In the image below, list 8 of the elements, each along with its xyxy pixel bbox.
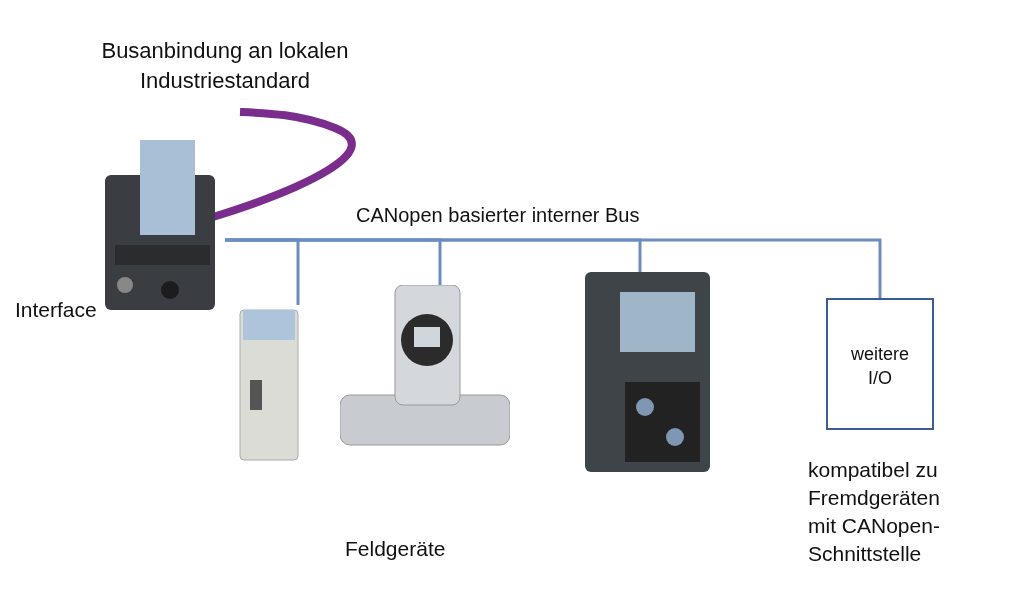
- group-caption: Feldgeräte: [345, 536, 446, 562]
- note: Busanbindung an lokalen Industriestandard: [100, 37, 350, 95]
- device-box: [826, 298, 934, 430]
- bus-line: [225, 238, 882, 298]
- bus-label: CANopen basierter interner Bus: [356, 203, 640, 228]
- box-label: weitere I/O: [850, 343, 910, 390]
- device-caption: kompatibel zu Fremdgeräten mit CANopen-Schnittstelle: [808, 457, 941, 567]
- device-caption: Interface: [15, 297, 97, 323]
